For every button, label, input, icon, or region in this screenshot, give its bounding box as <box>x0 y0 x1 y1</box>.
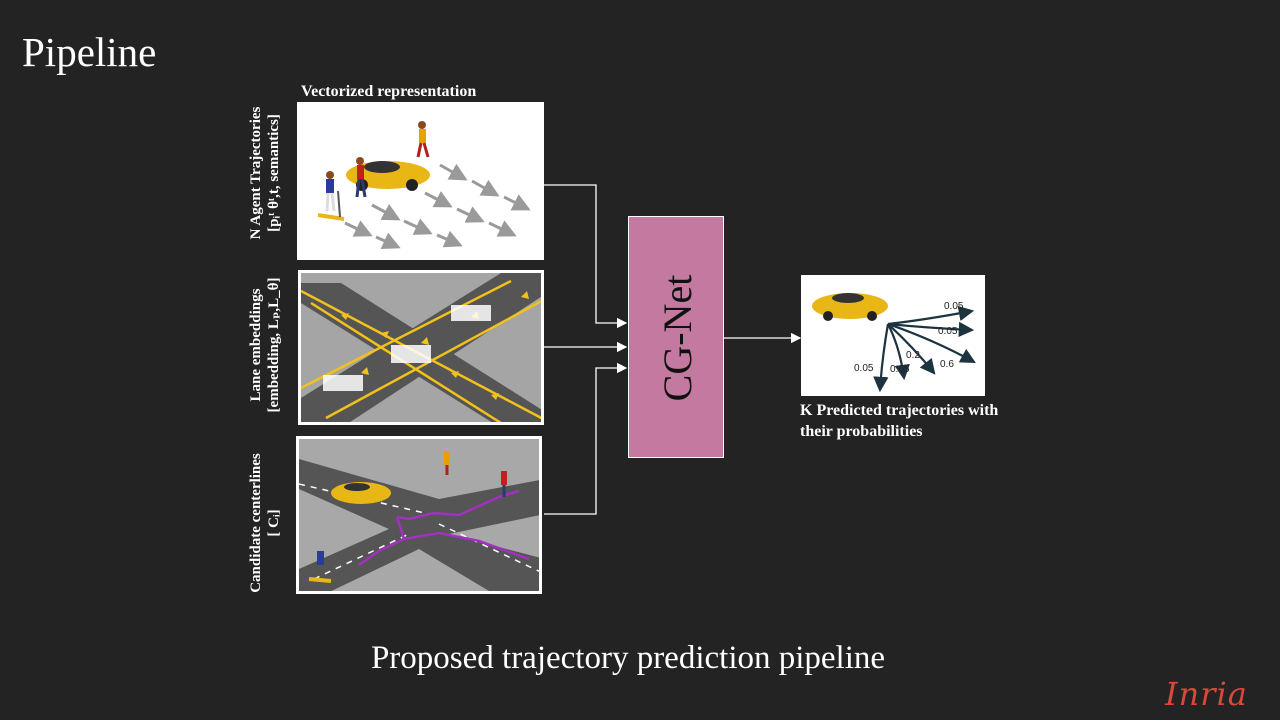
output-caption-line1: K Predicted trajectories with <box>800 402 999 419</box>
prob-label: 0.05 <box>938 326 958 337</box>
pedestrian-icon <box>444 451 450 475</box>
agent-trajectories-panel <box>297 102 544 260</box>
inria-logo: Inria <box>1165 675 1248 713</box>
lane-map-illustration <box>301 273 541 422</box>
lane-embeddings-panel <box>298 270 544 425</box>
scooter-rider-icon <box>317 171 345 221</box>
predicted-trajectories-plot: 0.05 0.05 0.2 0.6 0.05 0.05 <box>812 293 976 393</box>
prob-label: 0.2 <box>906 350 920 361</box>
pedestrian-icon <box>355 157 367 198</box>
figure-caption: Proposed trajectory prediction pipeline <box>370 640 886 676</box>
prob-label: 0.6 <box>940 359 954 370</box>
agent-scene-illustration <box>317 121 531 249</box>
pedestrian-icon <box>501 471 507 497</box>
car-icon <box>812 293 888 321</box>
slide-title: Pipeline <box>22 29 157 75</box>
vectorized-title: Vectorized representation <box>301 83 477 100</box>
candidate-centerlines-panel <box>296 436 542 594</box>
pedestrian-icon <box>416 121 430 158</box>
prob-label: 0.05 <box>854 363 874 374</box>
centerline-illustration <box>299 439 539 591</box>
prob-label: 0.05 <box>944 301 964 312</box>
predicted-trajectories-panel: 0.05 0.05 0.2 0.6 0.05 0.05 <box>801 275 985 396</box>
cgnet-label: CG-Net <box>654 274 700 402</box>
output-caption-line2: their probabilities <box>800 423 923 440</box>
car-icon <box>331 482 391 504</box>
cgnet-model-box: CG-Net <box>628 216 724 458</box>
scooter-rider-icon <box>308 551 332 583</box>
output-caption: K Predicted trajectories with their prob… <box>800 400 998 442</box>
prob-label: 0.05 <box>890 364 910 375</box>
